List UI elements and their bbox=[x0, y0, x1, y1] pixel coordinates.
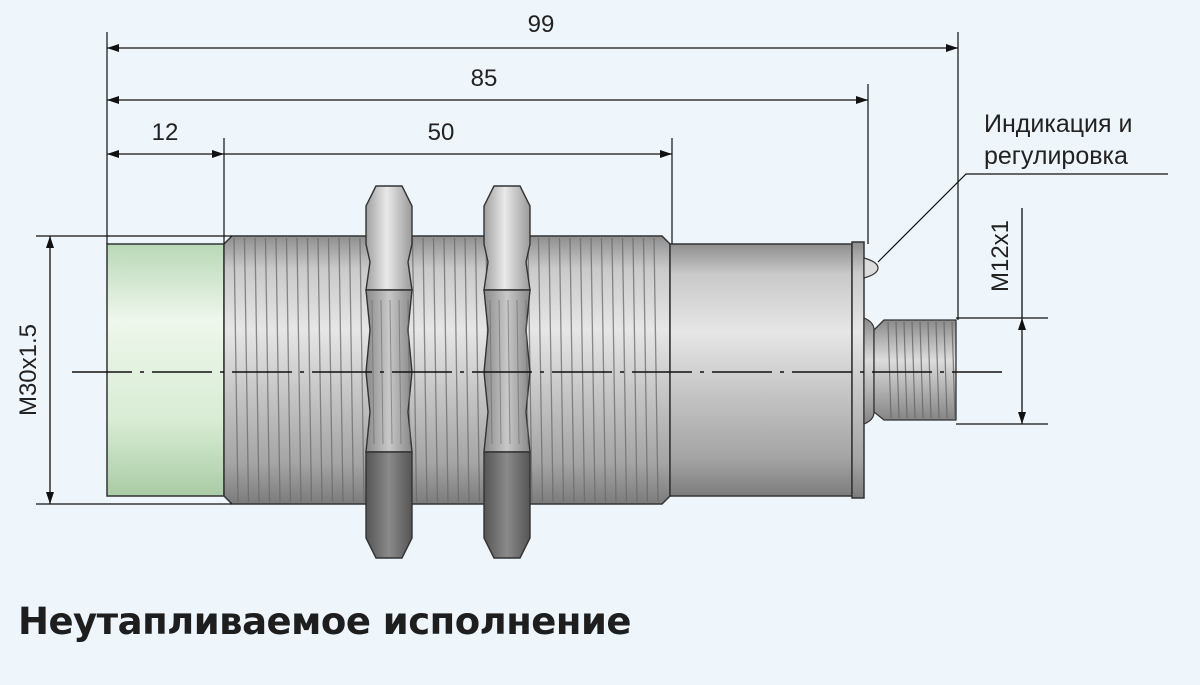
annotation-line-2: регулировка bbox=[984, 142, 1128, 170]
dim-m30-label: M30x1.5 bbox=[15, 324, 42, 416]
dim-m12-label: M12x1 bbox=[987, 220, 1014, 292]
led-indicator bbox=[863, 257, 879, 279]
annotation-leader bbox=[877, 173, 1168, 263]
extension-lines bbox=[36, 32, 1048, 505]
hex-nut-2 bbox=[483, 185, 531, 559]
annotation-line-1: Индикация и bbox=[984, 110, 1132, 138]
diagram-caption: Неутапливаемое исполнение bbox=[18, 600, 631, 643]
mounting-nuts bbox=[365, 185, 531, 559]
hex-nut-1 bbox=[365, 185, 413, 559]
dim-12-label: 12 bbox=[152, 119, 179, 146]
dim-50-label: 50 bbox=[428, 119, 455, 146]
dim-85-label: 85 bbox=[471, 65, 498, 92]
connector-thread-lines bbox=[887, 321, 956, 419]
thread-lines bbox=[233, 237, 659, 503]
sensing-face bbox=[106, 243, 225, 497]
dimension-lines bbox=[46, 44, 1026, 504]
rear-flange bbox=[851, 241, 865, 499]
m12-connector bbox=[873, 319, 957, 421]
rear-body bbox=[669, 243, 853, 497]
dim-99-label: 99 bbox=[528, 11, 555, 38]
connector-neck bbox=[863, 317, 875, 425]
